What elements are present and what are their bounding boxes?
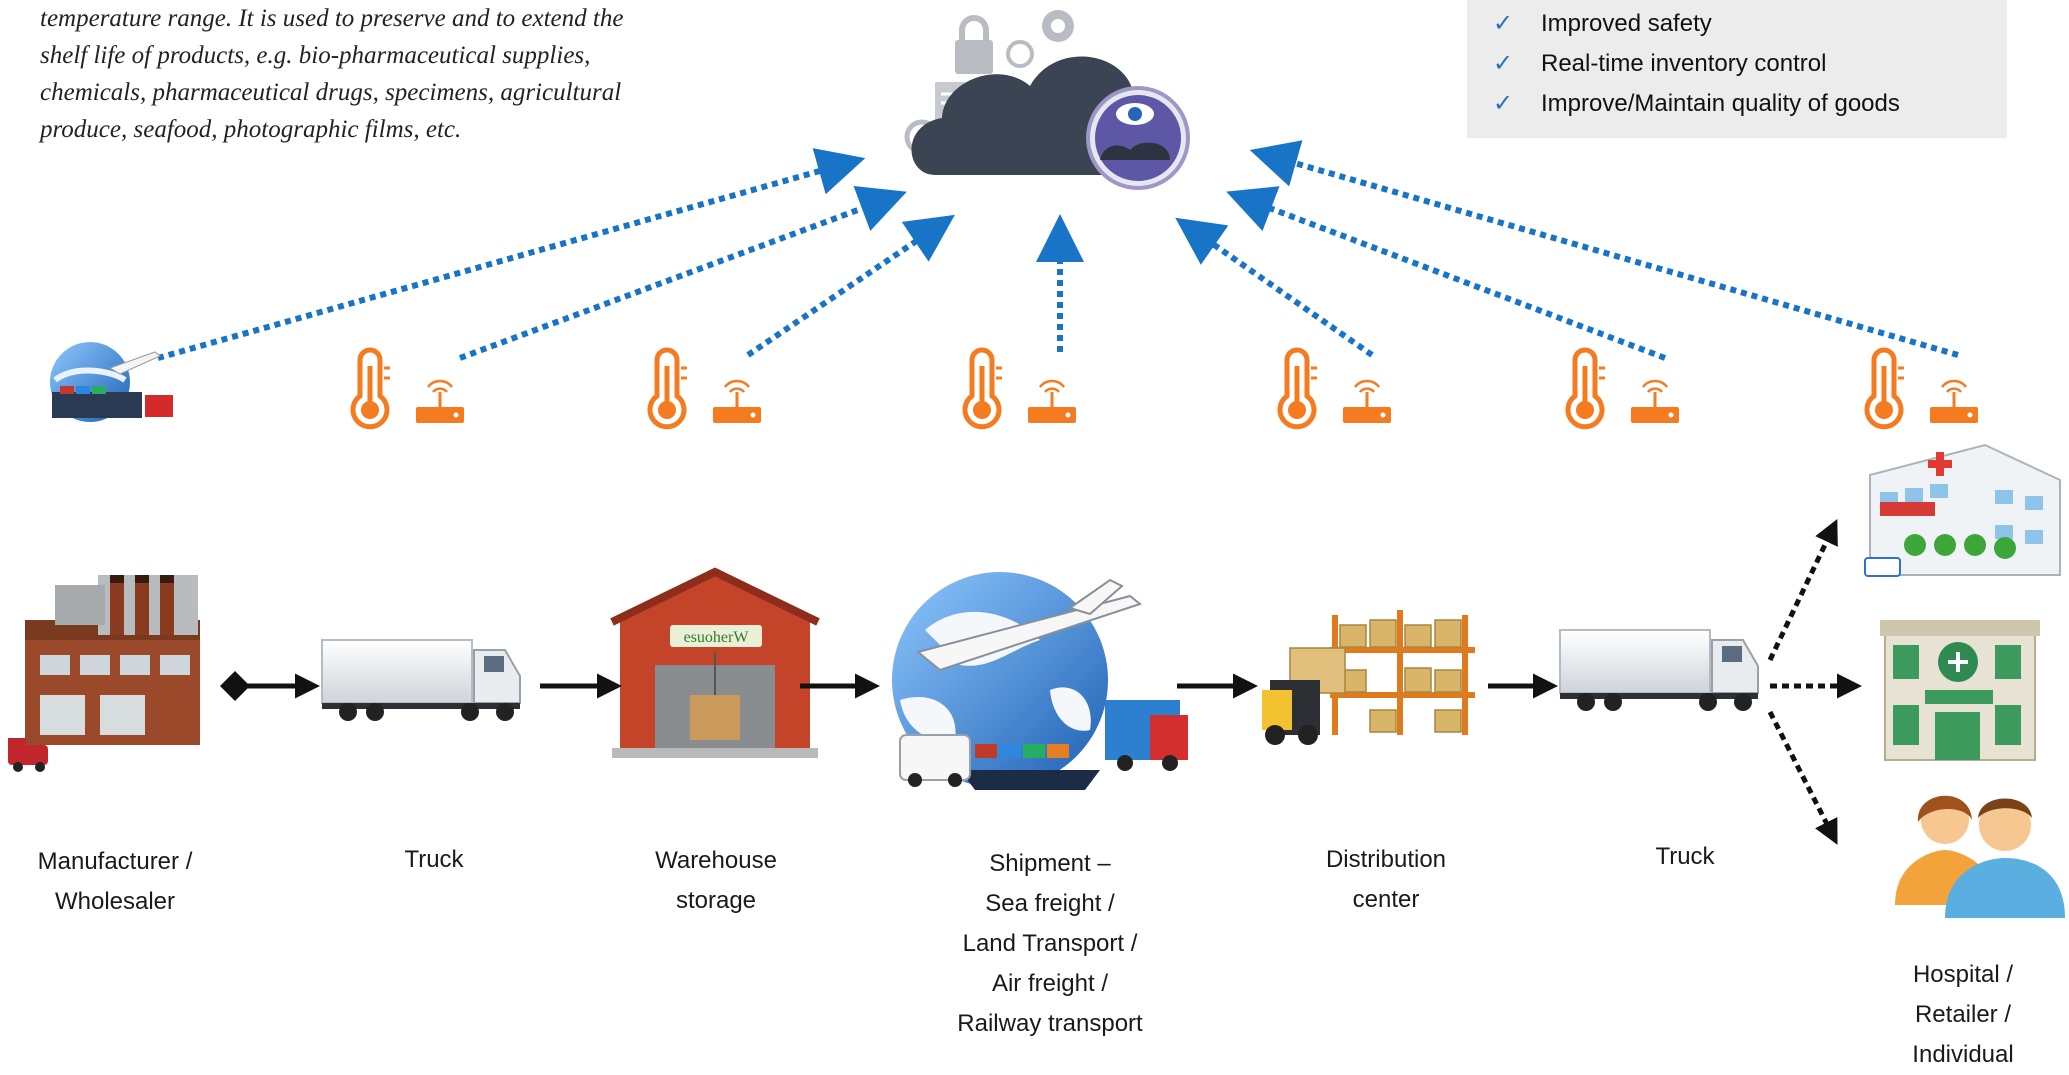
- people-avatars-icon: [1895, 795, 2065, 918]
- thermometer-wireless-sensor-icon: [1277, 347, 1391, 430]
- stage-label-line: Land Transport /: [962, 930, 1138, 957]
- upload-arrow: [1175, 217, 1374, 358]
- benefit-label: Improved safety: [1541, 10, 1712, 37]
- wireless-transmitter-icon: [713, 379, 761, 423]
- wireless-transmitter-icon: [1028, 379, 1076, 423]
- stage-label-line: Railway transport: [957, 1010, 1143, 1037]
- thermometer-icon: [1277, 347, 1317, 430]
- truck-icon: [1559, 629, 1759, 711]
- thermometer-icon: [962, 347, 1002, 430]
- benefits-panel: ✓ Improved safety ✓ Real-time inventory …: [1467, 0, 2007, 138]
- intro-line: shelf life of products, e.g. bio-pharmac…: [40, 42, 591, 69]
- warehouse-icon: esuoherW: [610, 567, 820, 758]
- globe-transport-icon: [892, 572, 1188, 790]
- upload-arrow: [1226, 186, 1667, 361]
- benefits-list: ✓ Improved safety ✓ Real-time inventory …: [1467, 0, 2007, 124]
- stage-label-truck-1: Truck: [314, 840, 554, 880]
- intro-paragraph: temperature range. It is used to preserv…: [40, 0, 708, 148]
- stage-label-line: Warehouse: [655, 847, 777, 874]
- sensor-row: [350, 347, 1978, 430]
- thermometer-icon: [1864, 347, 1904, 430]
- truck-icon: [321, 639, 521, 721]
- stage-label-shipment: Shipment – Sea freight / Land Transport …: [930, 844, 1170, 1044]
- upload-arrow: [157, 148, 866, 361]
- stage-label-line: Hospital /: [1912, 961, 2014, 988]
- upload-arrow: [1249, 140, 1959, 358]
- checkmark-icon: ✓: [1493, 90, 1514, 117]
- clock-icon: [1006, 40, 1034, 68]
- stage-label-destination: Hospital / Retailer / Individual: [1843, 955, 2069, 1075]
- stage-label-line: Distribution: [1325, 846, 1447, 873]
- thermometer-icon: [1565, 347, 1605, 430]
- thermometer-icon: [647, 347, 687, 430]
- stage-label-line: Air freight /: [991, 970, 1109, 997]
- thermometer-wireless-sensor-icon: [1864, 347, 1978, 430]
- thermometer-icon: [350, 347, 390, 430]
- distribution-arrow-hospital: [1767, 518, 1838, 662]
- thermometer-wireless-sensor-icon: [1565, 347, 1679, 430]
- benefit-item: ✓ Improved safety: [1493, 4, 2007, 44]
- stage-label-line: Individual: [1912, 1041, 2014, 1068]
- gear-icon: [1042, 10, 1074, 42]
- pharmacy-storefront-icon: [1880, 620, 2040, 761]
- thermometer-wireless-sensor-icon: [647, 347, 761, 430]
- lock-icon: [955, 15, 993, 74]
- stage-label-truck-2: Truck: [1565, 837, 1805, 877]
- wireless-transmitter-icon: [416, 379, 464, 423]
- data-upload-arrows: [157, 140, 1959, 361]
- stage-label-line: Manufacturer /: [37, 848, 193, 875]
- stage-label-manufacturer: Manufacturer / Wholesaler: [0, 842, 235, 922]
- stage-label-line: Truck: [1655, 843, 1715, 870]
- svg-text:esuoherW: esuoherW: [684, 629, 750, 646]
- intro-line: produce, seafood, photographic films, et…: [40, 116, 462, 143]
- thermometer-wireless-sensor-icon: [350, 347, 464, 430]
- benefit-item: ✓ Real-time inventory control: [1493, 44, 2007, 84]
- stage-label-line: storage: [675, 887, 757, 914]
- wireless-transmitter-icon: [1343, 379, 1391, 423]
- benefit-label: Real-time inventory control: [1541, 50, 1827, 77]
- stage-label-line: Retailer /: [1914, 1001, 2012, 1028]
- stage-label-line: center: [1352, 886, 1420, 913]
- stage-label-line: Truck: [404, 846, 464, 873]
- shelving-forklift-icon: [1262, 610, 1475, 745]
- wireless-transmitter-icon: [1631, 379, 1679, 423]
- hospital-building-icon: [1864, 443, 2061, 577]
- benefit-item: ✓ Improve/Maintain quality of goods: [1493, 84, 2007, 124]
- stage-label-distribution: Distribution center: [1266, 840, 1506, 920]
- intro-line: temperature range. It is used to preserv…: [40, 5, 624, 32]
- thermometer-wireless-sensor-icon: [962, 347, 1076, 430]
- wireless-transmitter-icon: [1930, 379, 1978, 423]
- stage-label-warehouse: Warehouse storage: [596, 841, 836, 921]
- stage-label-line: Shipment –: [989, 850, 1111, 877]
- eye-badge-icon: [1086, 86, 1190, 190]
- upload-arrow: [746, 214, 955, 358]
- stage-label-line: Wholesaler: [54, 888, 176, 915]
- intro-line: chemicals, pharmaceutical drugs, specime…: [40, 79, 622, 106]
- checkmark-icon: ✓: [1493, 10, 1514, 37]
- transport-mini-icon: [50, 342, 173, 422]
- benefit-label: Improve/Maintain quality of goods: [1541, 90, 1900, 117]
- flow-arrows: [220, 518, 1862, 845]
- factory-icon: [8, 575, 200, 772]
- stage-label-line: Sea freight /: [985, 890, 1115, 917]
- checkmark-icon: ✓: [1493, 50, 1514, 77]
- cloud-monitoring-icon: [904, 10, 1190, 190]
